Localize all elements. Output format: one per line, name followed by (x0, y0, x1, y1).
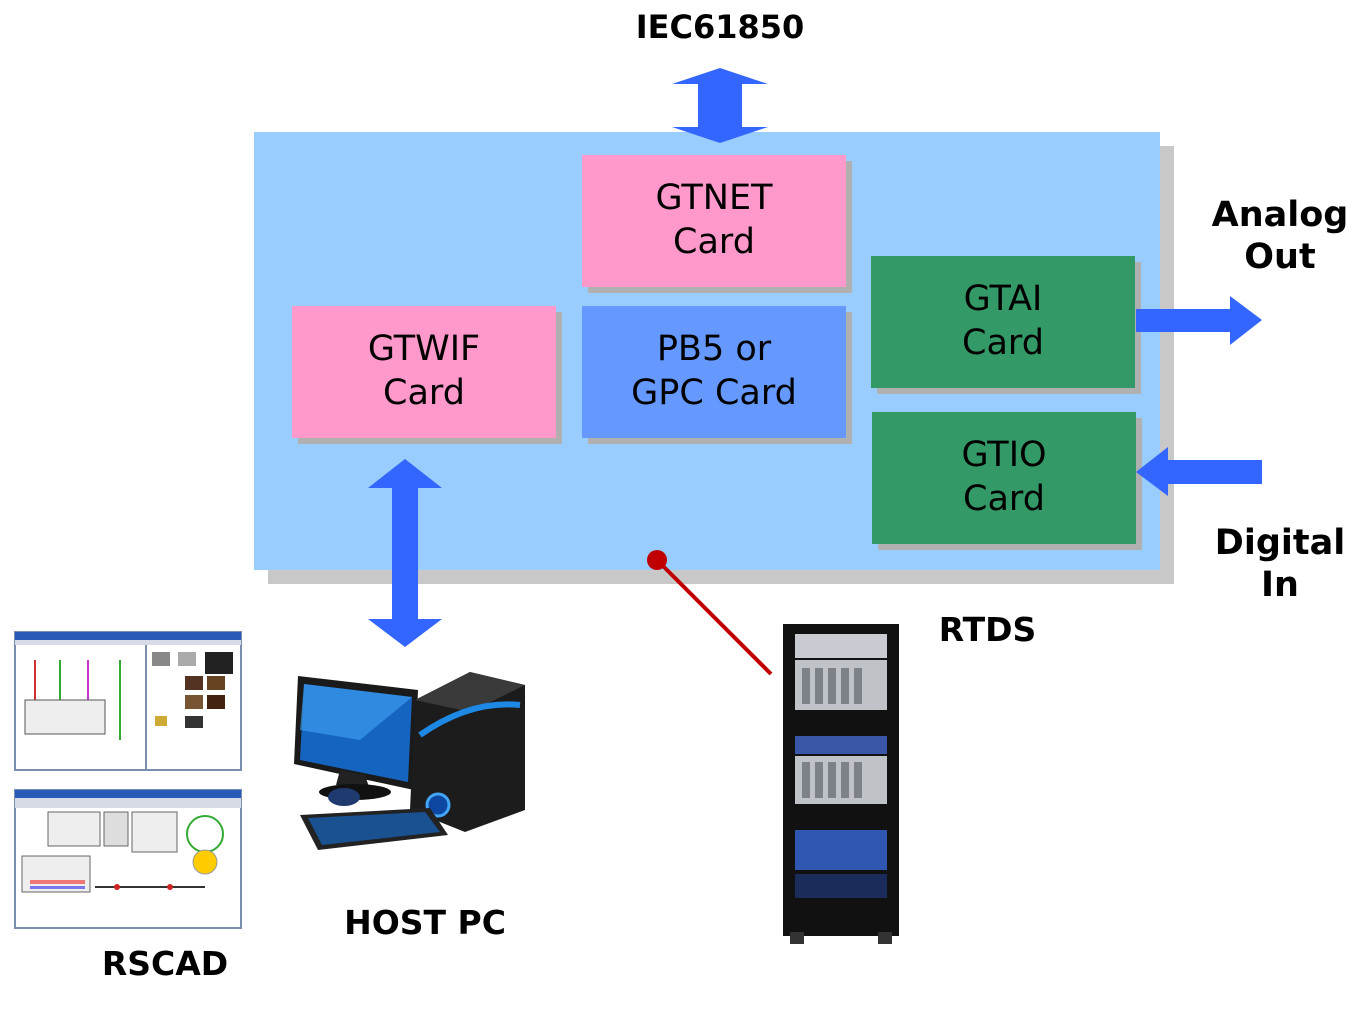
iec61850-double-arrow (672, 68, 768, 143)
pb5-gpc-card: PB5 or GPC Card (582, 306, 846, 438)
gtio-card: GTIO Card (872, 412, 1136, 544)
digital-in-arrow (1136, 447, 1262, 496)
rtds-connector-dot (647, 550, 667, 570)
rtds-connector-line (655, 558, 773, 676)
monitor-icon (294, 676, 418, 800)
analog-out-arrow (1136, 296, 1262, 345)
digital-in-label: Digital In (1214, 523, 1346, 605)
gtwif-card: GTWIF Card (292, 306, 556, 438)
gtai-card: GTAI Card (871, 256, 1135, 388)
iec61850-label: IEC61850 (635, 8, 805, 46)
host-pc-double-arrow (368, 459, 442, 647)
keyboard-icon (300, 808, 448, 850)
rtds-label: RTDS (938, 610, 1037, 649)
analog-out-label: Analog Out (1211, 195, 1349, 277)
rscad-label: RSCAD (101, 944, 229, 983)
tower-icon (410, 672, 525, 832)
gtnet-card: GTNET Card (582, 155, 846, 287)
mouse-icon (328, 788, 360, 806)
host-pc-label: HOST PC (344, 903, 506, 942)
rscad-screenshot-bottom (14, 789, 242, 929)
rscad-screenshot-top (14, 631, 242, 771)
